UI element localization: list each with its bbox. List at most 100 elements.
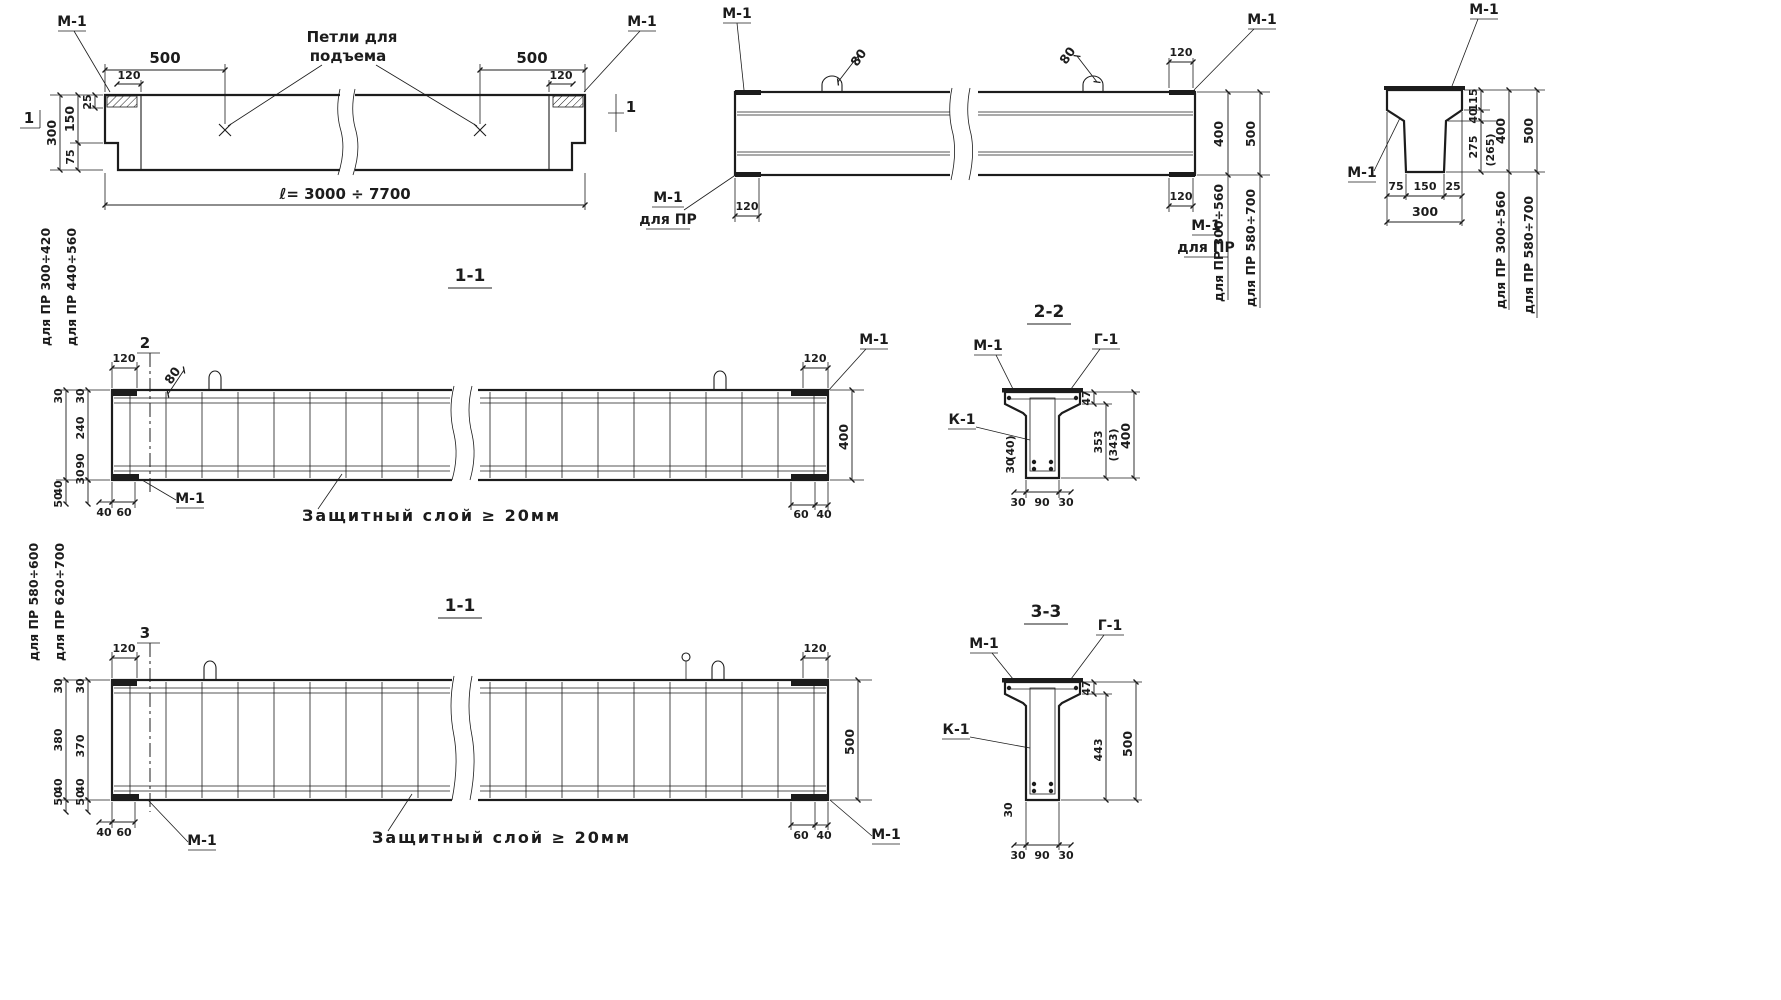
- rebar-dot: [1031, 781, 1037, 787]
- dims-left-height: 300 150 75 25: [44, 92, 103, 173]
- lifting-loops-label-line1: Петли для: [307, 28, 398, 46]
- embedded-plate: [113, 681, 137, 686]
- dim-label: 60: [116, 506, 132, 519]
- break-lines: [949, 87, 973, 181]
- title-1-1-bottom: 1-1: [438, 596, 482, 619]
- rebar-dot: [1048, 781, 1054, 787]
- for-pr-range-label: для ПР 440÷560: [64, 228, 79, 347]
- dim-label: 500: [1521, 118, 1536, 144]
- dim-label: 30: [1002, 802, 1015, 818]
- dims-right-2-2: 47 353 (343) 400: [1061, 389, 1140, 481]
- m1-label: М-1: [969, 636, 998, 652]
- dim-label: 40: [96, 506, 112, 519]
- dim-label: (40): [1004, 435, 1017, 460]
- for-pr-range-label: для ПР 300÷560: [1493, 191, 1508, 310]
- embedded-plate: [735, 172, 761, 177]
- dims-section-right: 115 40 275 (265) 400 500 для ПР 300÷560 …: [1446, 87, 1545, 318]
- dim-label: 120: [113, 352, 136, 365]
- title-1-1: 1-1: [448, 266, 492, 289]
- g1-label: Г-1: [1094, 332, 1118, 348]
- view-section-3-3: 3-3 М-1 Г-1 К-1 47 443 500 30 90: [942, 602, 1142, 862]
- m1-label: М-1: [1191, 218, 1220, 234]
- dim-label: 40: [74, 778, 87, 794]
- m1-callout-top-right: М-1: [583, 14, 657, 93]
- dim-label: 300: [1412, 204, 1438, 219]
- dim-label: 40: [1467, 108, 1480, 124]
- dims-section-bottom: 75 150 25 300: [1384, 112, 1465, 226]
- protective-layer-label: Защитный слой ≥ 20мм: [372, 828, 631, 847]
- dim-label: 30: [1010, 849, 1026, 862]
- dim-label: 30: [1058, 849, 1074, 862]
- embedded-plate: [1384, 86, 1465, 90]
- m1-label: М-1: [871, 827, 900, 843]
- dims-top-1-1-bottom: 120 120: [109, 642, 831, 678]
- rebar-dot: [1031, 788, 1037, 794]
- section-title: 2-2: [1034, 302, 1065, 322]
- loop-position-marks: [218, 123, 487, 137]
- m1-callout-section-top: М-1: [1451, 2, 1499, 87]
- embedded-plate: [1002, 388, 1083, 393]
- dim-label: 120: [804, 642, 827, 655]
- m1-label: М-1: [1247, 12, 1276, 28]
- dim-label: 120: [1170, 46, 1193, 59]
- embedded-plate: [113, 474, 139, 479]
- section-mark-label: 3: [140, 624, 150, 642]
- embedded-plate: [791, 391, 827, 396]
- m1-callout-plan-top-right: М-1: [1193, 12, 1277, 91]
- m1-callout-3-3: М-1: [969, 636, 1014, 680]
- m1-callout-1-1-bottom-left: М-1: [141, 479, 205, 509]
- dim-label: 60: [116, 826, 132, 839]
- protective-layer-note: Защитный слой ≥ 20мм: [302, 473, 559, 525]
- title-2-2: 2-2: [1027, 302, 1071, 325]
- g1-label: Г-1: [1098, 618, 1122, 634]
- dim-label: 80: [161, 364, 183, 387]
- dim-label: 120: [804, 352, 827, 365]
- embedded-plate: [1169, 172, 1195, 177]
- dim-label: 500: [842, 729, 857, 755]
- embedded-plate: [791, 794, 827, 799]
- rebar-dot: [1006, 685, 1012, 691]
- longitudinal-bars: [114, 687, 826, 792]
- embedded-plate: [1169, 90, 1195, 95]
- for-pr-range-label: для ПР 580÷700: [1521, 196, 1536, 315]
- rebar-dot: [1048, 459, 1054, 465]
- dim-label: 50: [52, 790, 65, 806]
- stirrups: [129, 392, 815, 478]
- m1-label: М-1: [187, 833, 216, 849]
- for-pr-range-label: для ПР 300÷420: [38, 228, 53, 347]
- dims-right-3-3: 47 443 500: [1061, 679, 1142, 803]
- dim-label: 353: [1092, 431, 1105, 454]
- dim-length: ℓ= 3000 ÷ 7700: [102, 173, 588, 210]
- break-lines: [337, 88, 359, 176]
- dim-label: 120: [1170, 190, 1193, 203]
- m1-label: М-1: [57, 14, 86, 30]
- rebar-dot: [1006, 395, 1012, 401]
- rebar-dot: [1031, 466, 1037, 472]
- dims-bottom-2-2: 30 90 30 30 (40): [1004, 435, 1074, 509]
- m1-label: М-1: [859, 332, 888, 348]
- rebar-dot: [1048, 466, 1054, 472]
- dim-label: 60: [793, 508, 809, 521]
- rebar-dot: [1031, 459, 1037, 465]
- stirrup: [1029, 687, 1056, 795]
- dim-label: 30: [74, 388, 87, 404]
- loop-dims: 80 80: [836, 44, 1101, 86]
- for-pr-label: для ПР: [1177, 240, 1234, 256]
- dim-label: 47: [1080, 680, 1093, 695]
- section-mark-1-left: 1: [20, 109, 41, 129]
- dim-label: 500: [1243, 121, 1258, 147]
- dim-label: 90: [1034, 849, 1050, 862]
- dims-plan-right: 400 500 для ПР 300÷560 для ПР 580÷700: [1197, 89, 1270, 308]
- dim-label: 370: [74, 734, 87, 757]
- embedded-plate: [791, 474, 827, 479]
- dim-label: 400: [1493, 118, 1508, 144]
- m1-label: М-1: [973, 338, 1002, 354]
- dim-120-plan-top-right: 120: [1166, 46, 1196, 88]
- lifting-loop: [711, 660, 725, 680]
- g1-callout-2-2: Г-1: [1070, 332, 1120, 390]
- dim-label: 400: [1211, 121, 1226, 147]
- dims-bottom-right-1-1: 60 40: [788, 482, 832, 521]
- lifting-loop: [203, 660, 217, 680]
- embedded-plate: [1002, 678, 1083, 683]
